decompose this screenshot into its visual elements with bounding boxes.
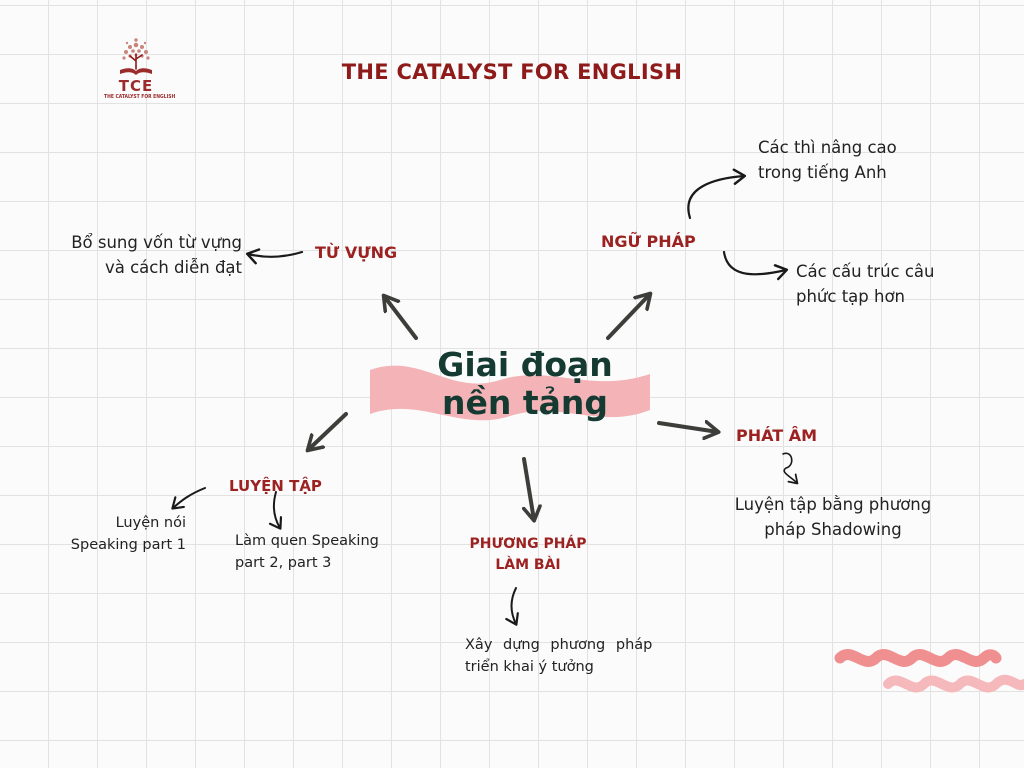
ngu-phap-note-2-line-2: phức tạp hơn (796, 287, 906, 306)
arrow-luyen-tap-note-1 (171, 487, 206, 510)
logo-tagline: THE CATALYST FOR ENGLISH (104, 94, 176, 100)
phuong-phap-label-line-1: PHƯƠNG PHÁP (469, 536, 587, 552)
tu-vung-note-line-1: Bổ sung vốn từ vựng (71, 233, 242, 252)
arrow-tu-vung-note (245, 248, 304, 265)
center-title-line-1: Giai đoạn (437, 345, 613, 384)
luyen-tap-note-2-line-1: Làm quen Speaking (235, 533, 379, 549)
arrow-luyen-tap-note-2 (268, 491, 283, 530)
phat-am-note: Luyện tập bằng phương pháp Shadowing (718, 492, 948, 542)
arrow-ngu-phap-note-1 (687, 168, 747, 220)
arrow-to-phuong-phap (524, 457, 534, 520)
arrow-to-tu-vung (384, 296, 418, 340)
branch-phuong-phap-label: PHƯƠNG PHÁP LÀM BÀI (458, 534, 598, 576)
phuong-phap-label-line-2: LÀM BÀI (495, 557, 561, 573)
branch-phat-am-label: PHÁT ÂM (736, 426, 818, 445)
luyen-tap-note-1-line-1: Luyện nói (115, 515, 186, 531)
ngu-phap-note-2-line-1: Các cấu trúc câu (796, 262, 935, 281)
tu-vung-note-line-2: và cách diễn đạt (104, 258, 242, 277)
center-brush-highlight (370, 365, 650, 421)
phuong-phap-note-line-1: Xây dựng phương pháp (465, 637, 653, 653)
luyen-tap-note-2: Làm quen Speaking part 2, part 3 (235, 530, 405, 574)
arrow-to-luyen-tap (308, 412, 348, 450)
arrow-to-phat-am (657, 423, 718, 432)
phuong-phap-note: Xây dựng phương pháp triển khai ý tưởng (465, 634, 665, 678)
tree-book-icon (120, 38, 152, 75)
wave-decoration-pink (883, 674, 1024, 693)
ngu-phap-note-1-line-2: trong tiếng Anh (758, 163, 887, 182)
logo-abbreviation: TCE (118, 77, 154, 95)
page-title: THE CATALYST FOR ENGLISH (341, 60, 683, 84)
wave-decoration-coral (834, 649, 1002, 667)
center-node: Giai đoạn nền tảng (400, 346, 650, 422)
phat-am-note-line-1: Luyện tập bằng phương (734, 495, 932, 514)
ngu-phap-note-2: Các cấu trúc câu phức tạp hơn (796, 259, 996, 309)
phat-am-note-line-2: pháp Shadowing (764, 520, 902, 539)
phuong-phap-note-line-2: triển khai ý tưởng (465, 659, 594, 675)
branch-ngu-phap-label: NGỮ PHÁP (601, 232, 696, 251)
tu-vung-note: Bổ sung vốn từ vựng và cách diễn đạt (62, 230, 242, 280)
brand-logo: TCE THE CATALYST FOR ENGLISH (104, 36, 176, 108)
luyen-tap-note-1-line-2: Speaking part 1 (70, 537, 186, 553)
arrow-phat-am-note (782, 452, 799, 485)
arrow-ngu-phap-note-2 (722, 250, 789, 281)
center-title-line-2: nền tảng (441, 383, 608, 422)
luyen-tap-note-2-line-2: part 2, part 3 (235, 555, 332, 571)
luyen-tap-note-1: Luyện nói Speaking part 1 (56, 512, 186, 556)
branch-luyen-tap-label: LUYỆN TẬP (229, 477, 322, 495)
branch-tu-vung-label: TỪ VỰNG (315, 243, 398, 262)
arrow-phuong-phap-note (505, 587, 519, 626)
ngu-phap-note-1: Các thì nâng cao trong tiếng Anh (758, 135, 938, 185)
arrow-to-ngu-phap (606, 294, 650, 340)
ngu-phap-note-1-line-1: Các thì nâng cao (758, 138, 897, 157)
